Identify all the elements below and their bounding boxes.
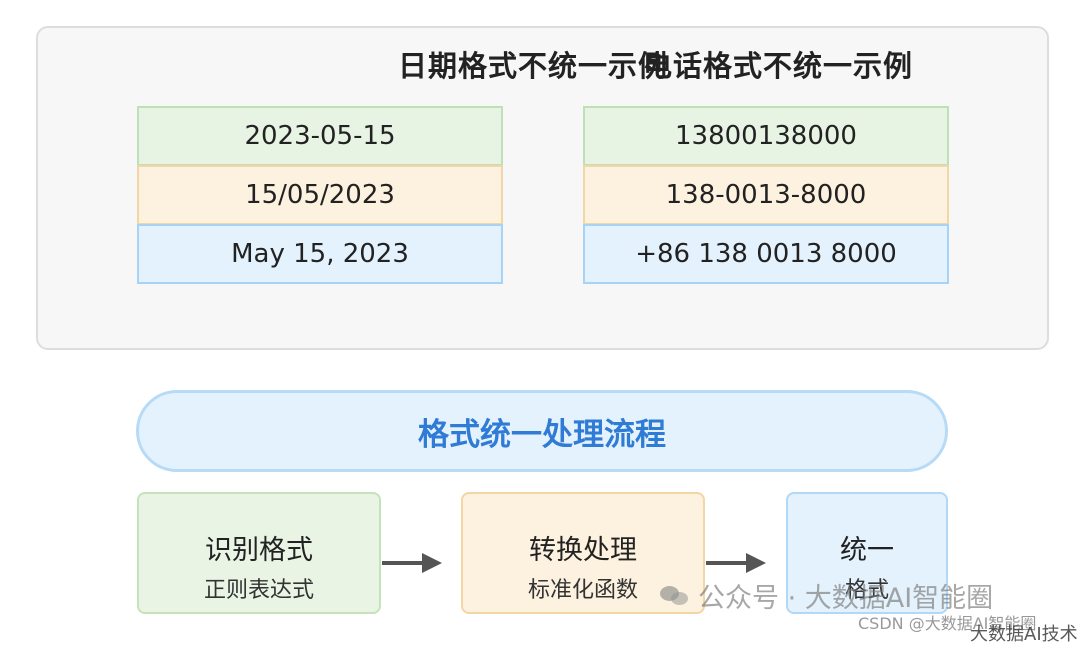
phone-row-plain: 13800138000 xyxy=(583,106,949,166)
wechat-watermark-text: 公众号 · 大数据AI智能圈 xyxy=(698,583,994,614)
flow-step-title: 转换处理 xyxy=(529,535,637,566)
phone-row-dashed: 138-0013-8000 xyxy=(583,165,949,225)
flow-step-identify: 识别格式 正则表达式 xyxy=(137,492,381,614)
date-example-table: 2023-05-15 15/05/2023 May 15, 2023 xyxy=(137,106,503,284)
flow-step-subtitle: 标准化函数 xyxy=(527,578,638,603)
flow-arrow-2 xyxy=(706,553,766,573)
flow-step-subtitle: 格式 xyxy=(844,578,889,603)
date-row-iso: 2023-05-15 xyxy=(137,106,503,166)
csdn-watermark: CSDN @大数据AI智能圈 xyxy=(858,614,1037,633)
flow-step-title: 统一 xyxy=(840,535,894,566)
flow-arrow-1 xyxy=(382,553,442,573)
wechat-icon xyxy=(660,584,690,608)
date-row-long: May 15, 2023 xyxy=(137,224,503,284)
wechat-watermark: 公众号 · 大数据AI智能圈 xyxy=(660,576,993,615)
corner-watermark: 大数据AI技术 xyxy=(970,624,1078,645)
flow-title-banner: 格式统一处理流程 xyxy=(136,390,948,472)
flow-step-title: 识别格式 xyxy=(205,535,313,566)
date-example-title: 日期格式不统一示例 xyxy=(398,49,669,83)
phone-example-title: 电话格式不统一示例 xyxy=(643,49,914,83)
flow-step-convert: 转换处理 标准化函数 xyxy=(461,492,705,614)
phone-example-table: 13800138000 138-0013-8000 +86 138 0013 8… xyxy=(583,106,949,284)
phone-row-international: +86 138 0013 8000 xyxy=(583,224,949,284)
date-row-dmy: 15/05/2023 xyxy=(137,165,503,225)
flow-step-subtitle: 正则表达式 xyxy=(203,578,314,603)
flow-step-unify: 统一 格式 xyxy=(786,492,948,614)
